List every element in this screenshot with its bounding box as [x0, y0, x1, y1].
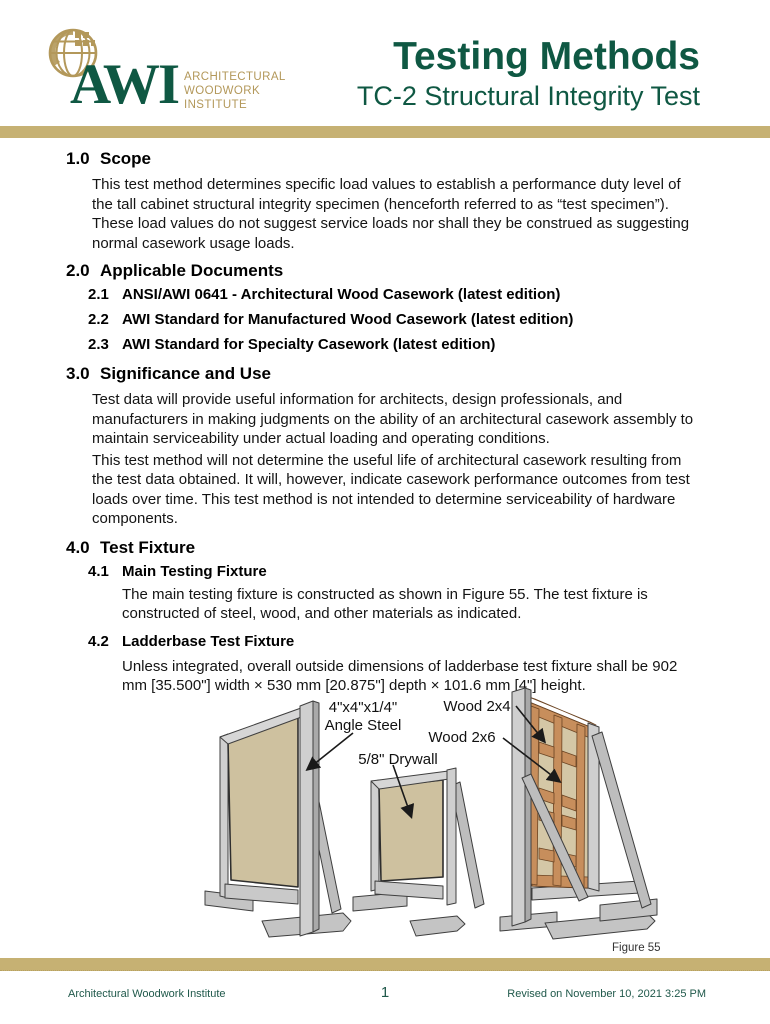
globe-grid-icon: [48, 28, 98, 78]
logo-org-line2: WOODWORK: [184, 84, 261, 97]
logo-org-line3: INSTITUTE: [184, 98, 248, 111]
section-heading-significance: 3.0 Significance and Use: [66, 364, 706, 384]
fixture-middle-drywall-panel: [352, 767, 485, 937]
section-heading-scope: 1.0 Scope: [66, 149, 706, 169]
label-angle-steel-size: 4"x4"x1/4": [329, 699, 398, 716]
subsection-title: ANSI/AWI 0641 - Architectural Wood Casew…: [122, 286, 561, 303]
logo-awi-acronym: AWI: [70, 53, 180, 116]
section-title: Scope: [100, 149, 152, 168]
subsection-2-3: 2.3 AWI Standard for Specialty Casework …: [88, 335, 706, 354]
footer-rule: [0, 958, 770, 971]
section-heading-test-fixture: 4.0 Test Fixture: [66, 538, 706, 558]
section-title: Significance and Use: [100, 364, 271, 383]
subsection-2-1: 2.1 ANSI/AWI 0641 - Architectural Wood C…: [88, 285, 706, 304]
paragraph: The main testing fixture is constructed …: [122, 585, 648, 623]
paragraph: This test method determines specific loa…: [92, 176, 690, 252]
paragraph: This test method will not determine the …: [92, 451, 690, 528]
figure-55-test-fixtures: 4"x4"x1/4" Angle Steel Wood 2x4 Wood 2x6…: [204, 687, 661, 954]
header-rule: [0, 126, 770, 138]
subsection-title: AWI Standard for Specialty Casework (lat…: [122, 336, 496, 353]
section-heading-applicable-documents: 2.0 Applicable Documents: [66, 261, 706, 281]
section-number: 4.0: [66, 537, 90, 557]
subsection-4-1: 4.1 Main Testing Fixture: [88, 562, 706, 581]
fixture-right-wood-frame: [499, 687, 658, 940]
subsection-number: 4.2: [88, 632, 109, 650]
paragraph: Test data will provide useful informatio…: [92, 391, 694, 447]
label-angle-steel: Angle Steel: [325, 717, 402, 734]
page-title: Testing Methods: [393, 35, 700, 78]
section-title: Applicable Documents: [100, 261, 284, 280]
section-number: 3.0: [66, 364, 90, 383]
subsection-2-2: 2.2 AWI Standard for Manufactured Wood C…: [88, 310, 706, 329]
subsection-number: 2.1: [88, 286, 109, 303]
footer-organization: Architectural Woodwork Institute: [68, 988, 226, 1000]
logo-org-name: ARCHITECTURAL WOODWORK INSTITUTE: [184, 71, 286, 112]
document-body: 1.0 Scope This test method determines sp…: [66, 138, 706, 696]
subsection-title: AWI Standard for Manufactured Wood Casew…: [122, 311, 574, 328]
section-title: Test Fixture: [100, 537, 196, 557]
footer-page-number: 1: [380, 984, 390, 1001]
subsection-number: 2.2: [88, 311, 109, 328]
figure-callout-arrows: [305, 705, 562, 820]
subsection-4-2: 4.2 Ladderbase Test Fixture: [88, 632, 706, 651]
subsection-number: 2.3: [88, 336, 109, 353]
label-wood-2x6: Wood 2x6: [428, 729, 495, 746]
logo-org-line1: ARCHITECTURAL: [184, 71, 286, 83]
footer-revision-date: Revised on November 10, 2021 3:25 PM: [507, 988, 706, 1000]
section-number: 2.0: [66, 261, 90, 280]
fixture-left-drywall-panel: [204, 700, 352, 938]
figure-caption: Figure 55: [612, 942, 661, 954]
subsection-title: Ladderbase Test Fixture: [122, 632, 295, 650]
page-subtitle: TC-2 Structural Integrity Test: [356, 81, 700, 111]
paragraph: Unless integrated, overall outside dimen…: [122, 657, 678, 695]
label-drywall: 5/8" Drywall: [358, 751, 438, 768]
label-wood-2x4: Wood 2x4: [443, 698, 510, 715]
subsection-number: 4.1: [88, 562, 109, 580]
section-number: 1.0: [66, 149, 90, 168]
subsection-title: Main Testing Fixture: [122, 562, 267, 580]
